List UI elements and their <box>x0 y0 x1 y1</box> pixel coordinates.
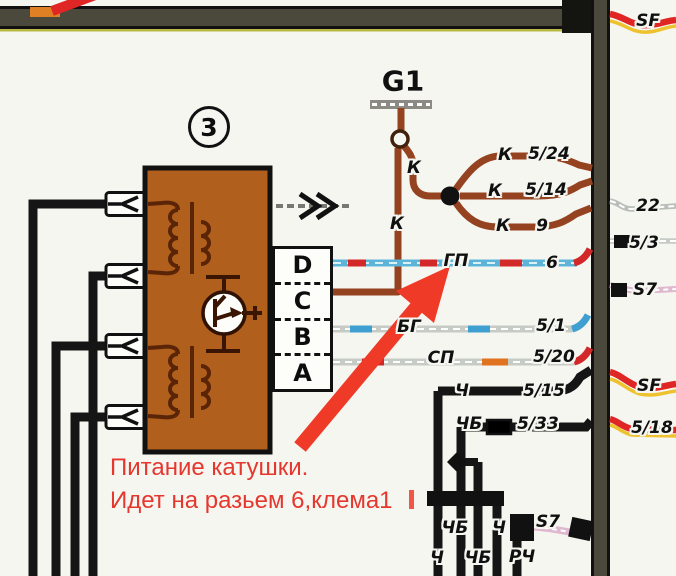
s7-left-wire <box>533 523 571 536</box>
bg-wire <box>333 313 592 333</box>
module-pin-block: D C B A <box>272 246 333 392</box>
annotation-arrow <box>294 266 450 509</box>
plug-connector-icon <box>104 191 150 217</box>
terminal-label: 5/18 <box>631 418 673 438</box>
wire-label: РЧ <box>508 547 536 567</box>
wire-label: СП <box>427 348 455 368</box>
wire-label: SF <box>637 376 661 396</box>
transistor-icon <box>201 275 262 353</box>
wire-label-k-upper: К <box>407 158 421 178</box>
double-chevron-icon <box>276 191 350 221</box>
wire-label: Ч <box>492 518 506 538</box>
plug-connector-icon <box>104 263 150 289</box>
terminal-label: 5/20 <box>533 347 575 367</box>
terminal-label: 5/24 <box>528 144 570 164</box>
top-left-wire-stub <box>30 0 97 17</box>
s7-bar-plug <box>568 516 594 542</box>
transformer-icon-lower <box>147 344 211 420</box>
terminal-label: 5/33 <box>517 414 559 434</box>
sf-mid-wire <box>609 368 676 397</box>
wire-label: S7 <box>535 512 561 532</box>
pin-cell-a: A <box>293 358 312 387</box>
wire-label: К <box>496 216 510 236</box>
wire-label: К <box>488 181 502 201</box>
terminal-label: 9 <box>536 216 548 236</box>
wire-label: БГ <box>397 317 421 337</box>
transformer-icon-upper <box>147 200 211 276</box>
component-number: 3 <box>200 112 218 142</box>
sf-top-wire <box>609 10 676 34</box>
wire-ring-connector <box>390 129 410 149</box>
ground-wire-cluster <box>433 366 595 576</box>
wire-label-k-vertical: К <box>390 214 404 234</box>
terminal-label: 5/1 <box>536 316 566 336</box>
ground-bus-bar <box>427 491 504 506</box>
gp-wire <box>333 247 594 267</box>
pin-cell-b: B <box>275 321 330 357</box>
frame-right-bar <box>591 0 610 576</box>
wire-label: Ч <box>455 381 469 401</box>
wire-label: SF <box>636 11 660 31</box>
terminal-label: 6 <box>546 253 558 273</box>
wire-5-18 <box>609 415 676 438</box>
component-number-badge: 3 <box>188 106 230 148</box>
wire-label: К <box>498 145 512 165</box>
wire-joint-diamond <box>447 452 467 472</box>
plug-connectors <box>104 191 150 430</box>
annotation-line-1: Питание катушки. <box>110 454 309 481</box>
wire-label: ГП <box>443 251 469 271</box>
wire-label: S7 <box>632 280 658 300</box>
generator-label: G1 <box>381 64 425 98</box>
wire-label: 22 <box>636 196 660 216</box>
pin-cell-c: C <box>275 285 330 321</box>
terminal-label: 5/3 <box>629 233 659 253</box>
wire-label: ЧБ <box>455 414 483 434</box>
plug-connector-icon <box>104 404 150 430</box>
plug-connector-icon <box>104 333 150 359</box>
wire-label: ЧБ <box>441 518 469 538</box>
s7-left-plug <box>510 514 534 541</box>
pin-cell-d: D <box>275 249 330 285</box>
wire-label: Ч <box>430 548 444 568</box>
wire-22 <box>609 198 676 212</box>
junction-dot <box>440 186 460 206</box>
annotation-line-2: Идет на разьем 6,клема1 <box>110 487 393 514</box>
terminal-label: 5/14 <box>525 180 567 200</box>
black-input-wires <box>28 199 112 576</box>
wire-5-3-plug <box>614 235 630 248</box>
generator-terminal <box>370 100 432 109</box>
s7-right-plug <box>611 283 627 297</box>
coil-supply-wires <box>333 108 594 296</box>
inline-connector <box>485 418 513 436</box>
frame-top-bar <box>0 6 594 32</box>
wire-label: ЧБ <box>464 548 492 568</box>
terminal-label: 5/15 <box>523 381 565 401</box>
